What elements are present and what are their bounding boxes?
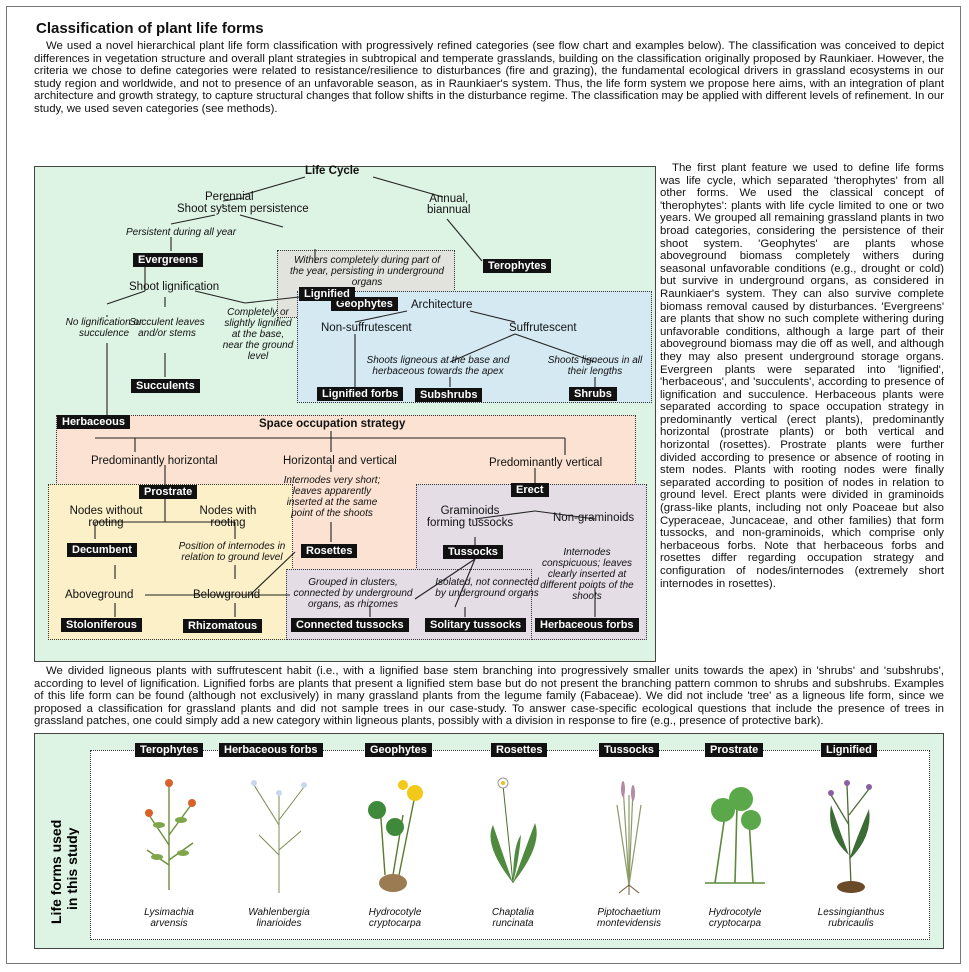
withers-note: Withers completely during part of the ye… [290,255,444,288]
internodes-conspicuous-note: Internodes conspicuous; leaves clearly i… [540,547,634,602]
page-title: Classification of plant life forms [36,20,264,37]
terophytes-box: Terophytes [483,259,552,273]
nodes-without-label: Nodes without rooting [69,505,143,529]
page-frame [6,6,961,964]
annual-label: Annual, biannual [427,193,471,216]
gallery-label-terophytes: Terophytes [135,743,204,757]
aboveground-label: Aboveground [65,589,134,601]
shoots-base-apex-note: Shoots ligneous at the base and herbaceo… [366,355,510,377]
gallery-label-prostrate: Prostrate [705,743,764,757]
internodes-short-note: Internodes very short; leaves apparently… [283,475,381,519]
plant-illustration [473,765,553,900]
perennial-label: Perennial [205,191,254,203]
svg-text:Life forms usedin this study: Life forms usedin this study [48,820,79,924]
succulent-leaves-note: Succulent leaves and/or stems [129,317,205,339]
position-internodes-note: Position of internodes in relation to gr… [178,541,286,563]
species-name: Hydrocotyle cryptocarpa [708,907,762,929]
flowchart-connectors [94,176,596,617]
herbaceous-box: Herbaceous [57,415,130,429]
species-name: Chaptalia runcinata [491,907,535,929]
horiz-vert-label: Horizontal and vertical [283,455,397,467]
connected-tussocks-box: Connected tussocks [291,618,409,632]
species-name: Wahlenbergia linarioides [248,907,310,929]
evergreens-box: Evergreens [133,253,203,267]
erect-box: Erect [511,483,549,497]
gallery-side-label: Life forms usedin this study [48,820,79,924]
grouped-note: Grouped in clusters, connected by underg… [293,577,413,610]
gallery-label-tussocks: Tussocks [599,743,659,757]
ligneous-paragraph: We divided ligneous plants with suffrute… [34,665,944,728]
persistent-note: Persistent during all year [125,227,237,238]
prostrate-region [48,484,293,640]
solitary-tussocks-box: Solitary tussocks [425,618,527,632]
gallery-label-herbaceous-forbs: Herbaceous forbs [219,743,323,757]
space-occupation-label: Space occupation strategy [259,418,406,430]
species-name: Lessingianthus rubricaulis [817,907,885,929]
decumbent-box: Decumbent [67,543,137,557]
life-cycle-explanation: The first plant feature we used to defin… [660,162,944,590]
nodes-with-label: Nodes with rooting [199,505,257,529]
plant-illustration [129,765,209,900]
intro-paragraph: We used a novel hierarchical plant life … [34,40,944,115]
species-name: Lysimachia arvensis [144,907,194,929]
gallery-label-lignified: Lignified [821,743,877,757]
rhizomatous-box: Rhizomatous [183,619,263,633]
lignified-forbs-box: Lignified forbs [317,387,404,401]
stoloniferous-box: Stoloniferous [61,618,142,632]
rosettes-box: Rosettes [301,544,358,558]
plant-illustration [589,765,669,900]
life-cycle-label: Life Cycle [305,165,360,177]
no-lignification-note: No lignification or succulence [65,317,143,339]
lignified-box: Lignified [299,287,355,301]
herbaceous-forbs-box: Herbaceous forbs [535,618,639,632]
plant-illustration [239,765,319,900]
prostrate-box: Prostrate [139,485,198,499]
shoots-all-note: Shoots ligneous in all their lengths [547,355,643,377]
shrubs-box: Shrubs [569,387,617,401]
gallery-label-geophytes: Geophytes [365,743,432,757]
plant-illustration [811,765,891,900]
non-graminoids-label: Non-graminoids [553,512,635,524]
pred-vertical-label: Predominantly vertical [489,457,603,469]
isolated-note: Isolated, not connected by underground o… [435,577,539,599]
graminoids-label: Graminoids forming tussocks [426,505,514,529]
plant-illustration [355,765,435,900]
belowground-label: Belowground [193,589,261,601]
architecture-label: Architecture [411,299,473,311]
shoot-persistence-label: Shoot system persistence [177,203,309,215]
completely-lignified-note: Completely or slightly lignified at the … [222,307,294,362]
pred-horizontal-label: Predominantly horizontal [91,455,218,467]
suffrutescent-label: Suffrutescent [509,322,577,334]
life-form-flowchart: Life Cycle Perennial Annual, biannual Sh… [34,165,656,662]
species-name: Hydrocotyle cryptocarpa [368,907,422,929]
subshrubs-box: Subshrubs [415,388,483,402]
tussocks-box: Tussocks [443,545,503,559]
species-name: Piptochaetium montevidensis [597,907,661,929]
shoot-lignification-label: Shoot lignification [129,281,220,293]
plant-illustration [695,765,775,900]
succulents-box: Succulents [131,379,200,393]
gallery-label-rosettes: Rosettes [491,743,548,757]
non-suffrutescent-label: Non-suffrutescent [321,322,412,334]
